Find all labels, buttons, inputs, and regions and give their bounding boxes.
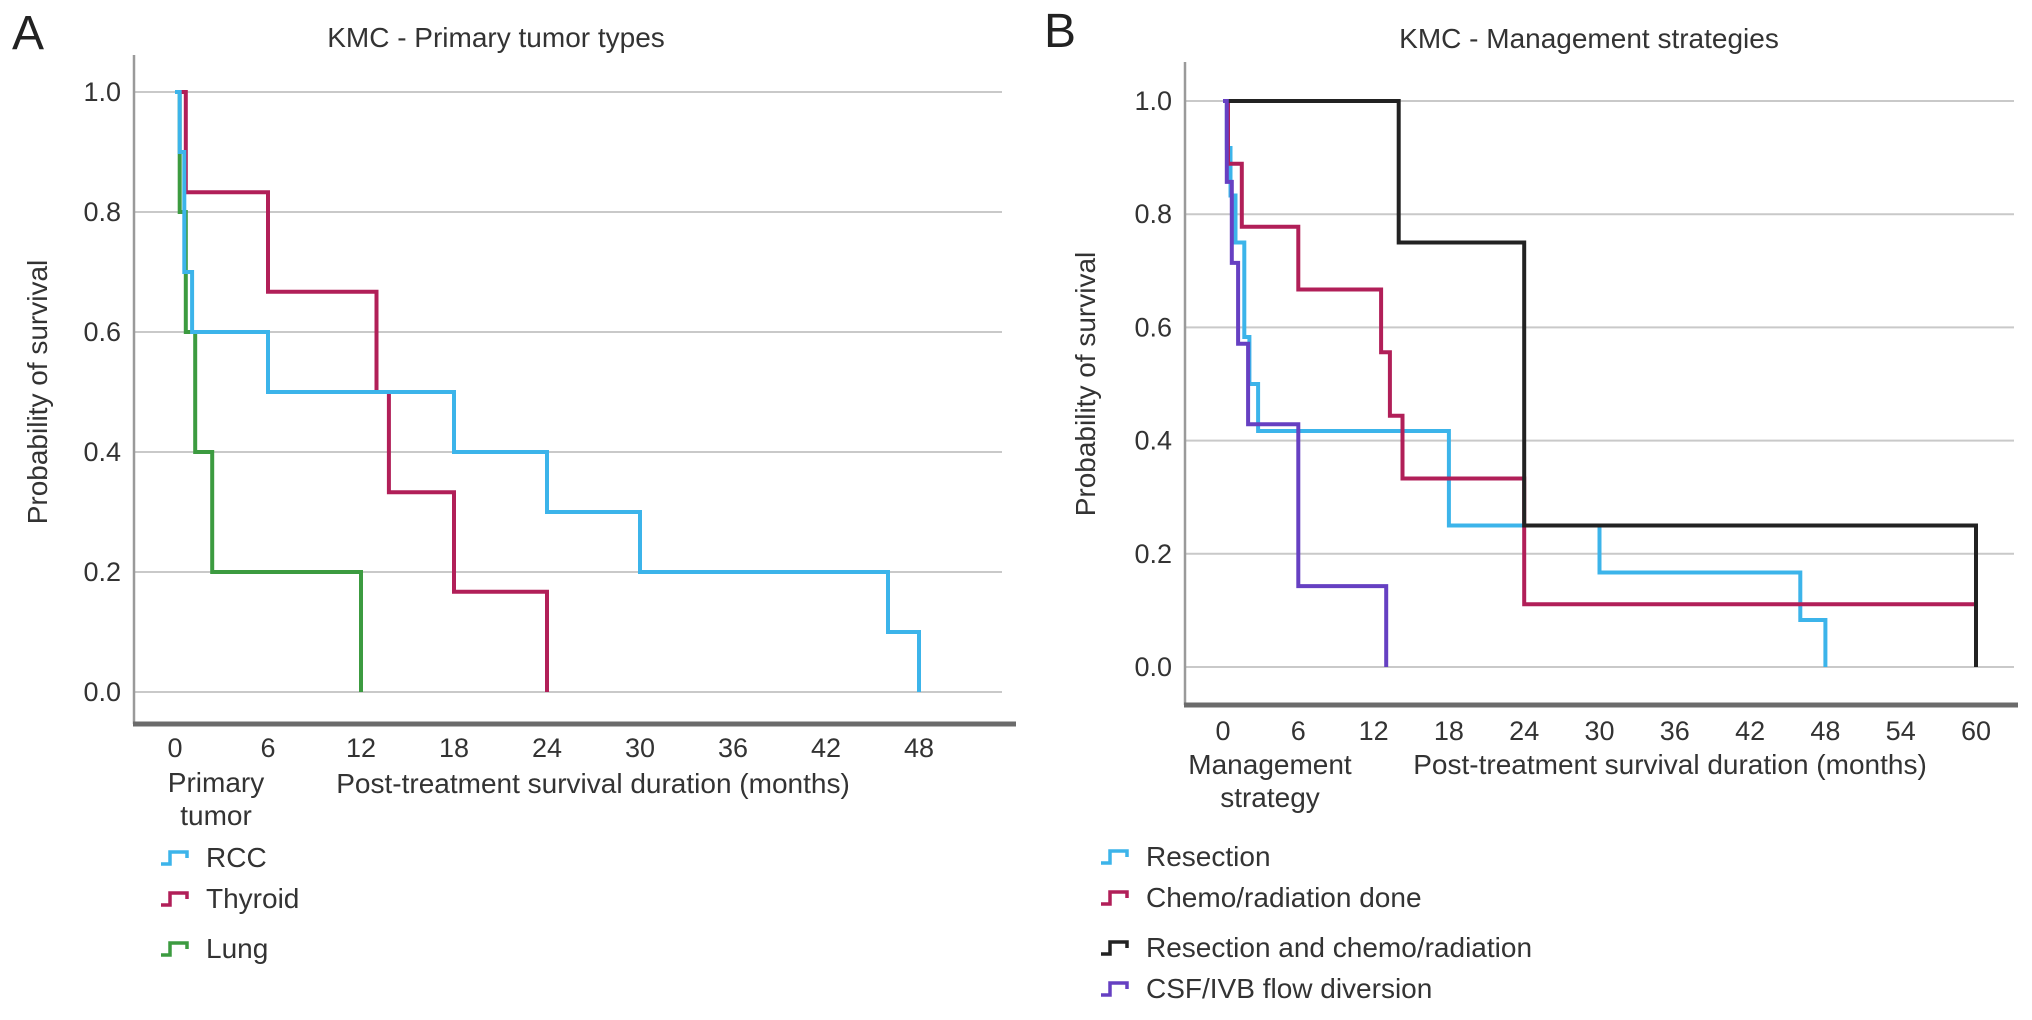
panel-a-legend-title: Primary tumor bbox=[168, 766, 264, 832]
legend-item-csf-ivb-flow-diversion: CSF/IVB flow diversion bbox=[1100, 972, 1532, 1005]
x-tick-label: 18 bbox=[439, 733, 469, 763]
panel-a-title: KMC - Primary tumor types bbox=[327, 22, 665, 53]
y-tick-label: 0.2 bbox=[1134, 539, 1172, 569]
y-tick-label: 0.6 bbox=[83, 317, 121, 347]
panel-a-legend-title-line2: tumor bbox=[180, 800, 252, 831]
y-tick-label: 0.2 bbox=[83, 557, 121, 587]
panel-b-letter: B bbox=[1044, 5, 1077, 58]
x-tick-label: 42 bbox=[1735, 716, 1765, 746]
x-tick-label: 36 bbox=[1660, 716, 1690, 746]
step-curve-icon bbox=[1100, 888, 1134, 908]
survival-curve-csf-ivb-flow-diversion bbox=[1223, 99, 1389, 667]
x-tick-label: 24 bbox=[1509, 716, 1539, 746]
x-tick-label: 42 bbox=[811, 733, 841, 763]
survival-curve-rcc bbox=[175, 90, 921, 692]
panel-b-xlabel: Post-treatment survival duration (months… bbox=[1413, 749, 1927, 780]
y-tick-label: 0.0 bbox=[83, 677, 121, 707]
y-tick-label: 0.4 bbox=[83, 437, 121, 467]
x-tick-label: 6 bbox=[260, 733, 275, 763]
panel-b-plot: 1.0 0.8 0.6 0.4 0.2 0.0 0 6 12 18 24 30 36 42 48 54 60 bbox=[1134, 62, 2018, 746]
legend-label: Resection bbox=[1146, 840, 1271, 872]
x-tick-label: 0 bbox=[167, 733, 182, 763]
legend-label: CSF/IVB flow diversion bbox=[1146, 972, 1433, 1004]
x-tick-label: 12 bbox=[1359, 716, 1389, 746]
panel-b-legend-title: Management strategy bbox=[1188, 748, 1351, 814]
x-tick-label: 54 bbox=[1886, 716, 1916, 746]
x-tick-label: 24 bbox=[532, 733, 562, 763]
legend-item-chemo-radiation-done: Chemo/radiation done bbox=[1100, 881, 1532, 914]
x-tick-label: 30 bbox=[1584, 716, 1614, 746]
legend-item-resection-and-chemo-radiation: Resection and chemo/radiation bbox=[1100, 931, 1532, 964]
step-curve-icon bbox=[1100, 847, 1134, 867]
y-tick-label: 0.4 bbox=[1134, 426, 1172, 456]
legend-label: Resection and chemo/radiation bbox=[1146, 931, 1533, 963]
x-tick-label: 60 bbox=[1961, 716, 1991, 746]
legend-label: RCC bbox=[206, 841, 267, 873]
panel-a-ylabel: Probability of survival bbox=[22, 259, 53, 525]
legend-label: Thyroid bbox=[206, 882, 300, 914]
step-curve-icon bbox=[160, 848, 194, 868]
step-curve-icon bbox=[1100, 979, 1134, 999]
step-curve-icon bbox=[160, 889, 194, 909]
x-tick-label: 12 bbox=[346, 733, 376, 763]
panel-b-legend-title-line1: Management bbox=[1188, 749, 1352, 780]
legend-item-thyroid: Thyroid bbox=[160, 882, 299, 915]
x-tick-label: 36 bbox=[718, 733, 748, 763]
legend-label: Lung bbox=[206, 932, 269, 964]
panel-b-ylabel: Probability of survival bbox=[1070, 251, 1101, 517]
panel-a-xlabel: Post-treatment survival duration (months… bbox=[336, 768, 850, 799]
panel-a-letter: A bbox=[12, 7, 45, 60]
legend-item-rcc: RCC bbox=[160, 841, 299, 874]
panel-a-legend-title-line1: Primary bbox=[167, 767, 265, 798]
y-tick-label: 0.0 bbox=[1134, 652, 1172, 682]
survival-curve-resection-and-chemo-radiation bbox=[1223, 99, 1978, 667]
panel-b-legend-title-line2: strategy bbox=[1220, 782, 1320, 813]
y-tick-label: 1.0 bbox=[1134, 86, 1172, 116]
step-curve-icon bbox=[1100, 938, 1134, 958]
legend-item-lung: Lung bbox=[160, 932, 299, 965]
panel-a-plot: 1.0 0.8 0.6 0.4 0.2 0.0 0 6 12 18 24 30 36 42 48 bbox=[83, 55, 1016, 763]
legend-item-resection: Resection bbox=[1100, 840, 1532, 873]
panel-b-title: KMC - Management strategies bbox=[1399, 23, 1779, 54]
survival-curve-chemo-radiation-done bbox=[1223, 99, 1976, 607]
y-tick-label: 0.8 bbox=[1134, 199, 1172, 229]
x-tick-label: 30 bbox=[625, 733, 655, 763]
y-tick-label: 1.0 bbox=[83, 77, 121, 107]
x-tick-label: 0 bbox=[1215, 716, 1230, 746]
y-tick-label: 0.6 bbox=[1134, 312, 1172, 342]
step-curve-icon bbox=[160, 939, 194, 959]
x-tick-label: 18 bbox=[1434, 716, 1464, 746]
x-tick-label: 6 bbox=[1291, 716, 1306, 746]
y-tick-label: 0.8 bbox=[83, 197, 121, 227]
x-tick-label: 48 bbox=[904, 733, 934, 763]
x-tick-label: 48 bbox=[1810, 716, 1840, 746]
legend-label: Chemo/radiation done bbox=[1146, 881, 1422, 913]
